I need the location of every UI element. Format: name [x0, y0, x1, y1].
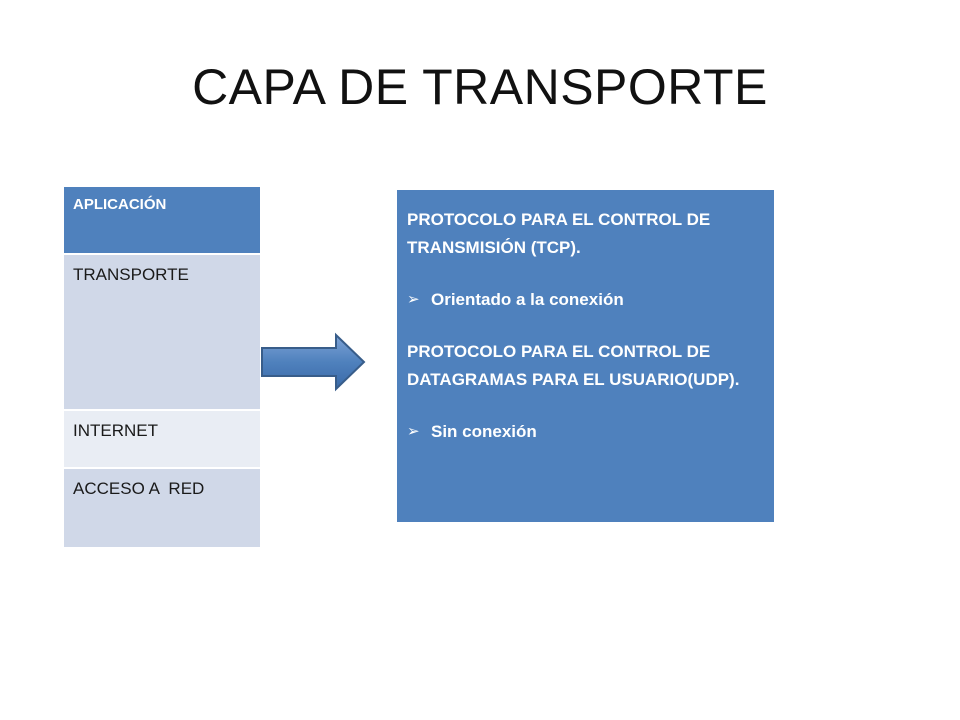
tcp-bullet: ➢ Orientado a la conexión — [407, 286, 764, 314]
udp-bullet: ➢ Sin conexión — [407, 418, 764, 446]
slide-title: CAPA DE TRANSPORTE — [192, 59, 768, 115]
tcp-bullet-text: Orientado a la conexión — [431, 290, 624, 309]
layer-aplicacion: APLICACIÓN — [64, 187, 260, 255]
chevron-bullet-icon: ➢ — [407, 423, 420, 440]
tcp-title: PROTOCOLO PARA EL CONTROL DE TRANSMISIÓN… — [407, 210, 711, 257]
chevron-bullet-icon: ➢ — [407, 291, 420, 308]
udp-bullet-text: Sin conexión — [431, 422, 537, 441]
protocol-info-box: PROTOCOLO PARA EL CONTROL DE TRANSMISIÓN… — [397, 190, 774, 522]
layer-stack: APLICACIÓN TRANSPORTE INTERNET ACCESO A … — [64, 187, 260, 547]
layer-transporte: TRANSPORTE — [64, 255, 260, 411]
right-arrow-icon — [261, 332, 366, 392]
udp-title: PROTOCOLO PARA EL CONTROL DE DATAGRAMAS … — [407, 342, 740, 389]
layer-internet: INTERNET — [64, 411, 260, 469]
layer-acceso-red: ACCESO A RED — [64, 469, 260, 547]
